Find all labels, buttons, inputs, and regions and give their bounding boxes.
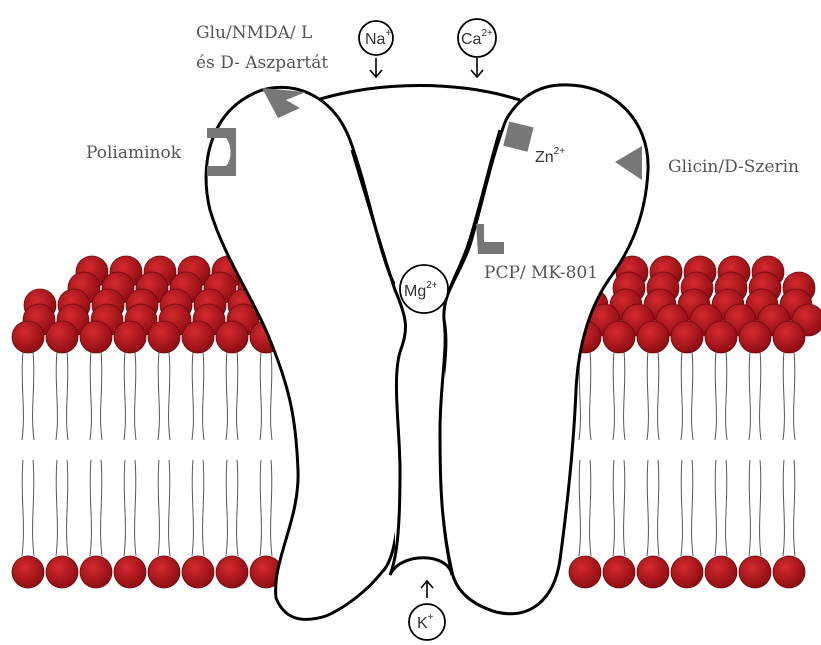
lipid-tail [192,352,193,440]
lipid-head [182,556,214,588]
lipid-tail [590,460,591,556]
lipid-tail [33,460,34,556]
k-efflux-arrow-icon [421,581,433,598]
lipid-tail [33,352,34,440]
lipid-tail [794,352,795,440]
lipid-tail [647,352,648,440]
lipid-tail [203,352,204,440]
lipid-tail [22,352,23,440]
lipid-head [114,556,146,588]
glu-label-line1: Glu/NMDA/ L [196,23,312,43]
lipid-tail [260,460,261,556]
lipid-tail [56,352,57,440]
lipid-tail [715,352,716,440]
lipid-head [773,321,805,353]
lipid-head [773,556,805,588]
lipid-tail [271,460,272,556]
lipid-head [216,321,248,353]
lipid-head [739,556,771,588]
lipid-tail [726,460,727,556]
lipid-tail [783,352,784,440]
lipid-tail [135,352,136,440]
na-influx-arrow-icon [370,58,382,77]
lipid-tail [783,460,784,556]
lipid-tail [158,460,159,556]
lipid-tail [726,352,727,440]
lipid-tail [101,352,102,440]
ion-ca: Ca2+ [458,19,496,77]
lipid-head [148,321,180,353]
lipid-tail [67,352,68,440]
glu-label-line2: és D- Aszpartát [196,53,328,73]
lipid-tail [658,352,659,440]
lipid-tail [647,460,648,556]
lipid-tail [169,460,170,556]
lipid-head [637,321,669,353]
lipid-head [671,321,703,353]
ion-k: K+ [409,581,445,640]
lipid-tail [681,352,682,440]
lipid-tail [56,460,57,556]
glycine-label: Glicin/D-Szerin [668,157,799,177]
lipid-head [637,556,669,588]
lipid-tail [624,460,625,556]
lipid-tail [22,460,23,556]
lipid-tail [67,460,68,556]
lipid-head [603,556,635,588]
lipid-tail [271,352,272,440]
lipid-head [12,556,44,588]
lipid-tail [794,460,795,556]
ion-mg: Mg2+ [400,265,448,313]
lipid-head [603,321,635,353]
lipid-head [46,556,78,588]
lipid-tail [237,460,238,556]
lipid-head [705,556,737,588]
lipid-tail [124,460,125,556]
lipid-head [148,556,180,588]
lipid-head [80,321,112,353]
ion-na: Na+ [359,21,393,77]
lipid-tail [237,352,238,440]
lipid-tail [90,352,91,440]
lipid-tail [681,460,682,556]
lipid-tail [760,460,761,556]
lipid-tail [760,352,761,440]
ca-influx-arrow-icon [471,58,483,77]
lipid-tail [169,352,170,440]
lipid-tail [90,460,91,556]
lipid-head [705,321,737,353]
lipid-tail [135,460,136,556]
lipid-head [216,556,248,588]
lipid-tail [203,460,204,556]
lipid-tail [158,352,159,440]
lipid-head [182,321,214,353]
lipid-tail [579,460,580,556]
lipid-tail [715,460,716,556]
lipid-head [80,556,112,588]
lipid-tail [658,460,659,556]
lipid-tail [101,460,102,556]
lipid-tail [749,352,750,440]
lipid-head [569,556,601,588]
lipid-tail [192,460,193,556]
lipid-head [12,321,44,353]
pcp-label: PCP/ MK-801 [484,263,598,283]
lipid-tail [226,460,227,556]
lipid-head [114,321,146,353]
lipid-tail [692,460,693,556]
lipid-head [671,556,703,588]
lipid-tail [124,352,125,440]
polyamine-label: Poliaminok [86,143,182,163]
lipid-tail [624,352,625,440]
lipid-tail [260,352,261,440]
lipid-tail [749,460,750,556]
lipid-head [739,321,771,353]
lipid-tail [613,352,614,440]
lipid-tail [692,352,693,440]
lipid-head [46,321,78,353]
lipid-tail [590,352,591,440]
lipid-tail [613,460,614,556]
lipid-tail [226,352,227,440]
